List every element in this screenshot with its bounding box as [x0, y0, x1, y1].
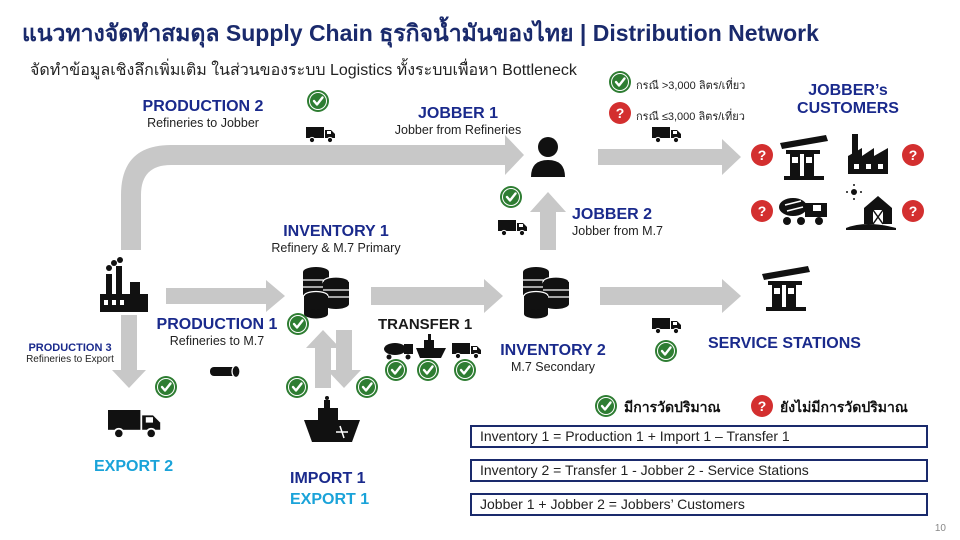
production1-title: PRODUCTION 1	[156, 316, 278, 333]
tanker-truck-icon	[384, 343, 413, 360]
node-production3: PRODUCTION 3 Refineries to Export	[8, 342, 132, 365]
customers-title-2: CUSTOMERS	[797, 100, 899, 117]
arrow-refinery-to-export2	[112, 315, 146, 388]
check-export2	[153, 374, 179, 400]
refinery-icon	[100, 257, 148, 312]
check-production2	[305, 88, 331, 114]
equation-inventory2: Inventory 2 = Transfer 1 - Jobber 2 - Se…	[470, 459, 928, 482]
service-station-icon	[762, 266, 810, 311]
ship-icon	[304, 396, 360, 442]
question-cement	[751, 200, 773, 222]
production3-title: PRODUCTION 3	[28, 342, 112, 354]
inventory2-title: INVENTORY 2	[500, 342, 606, 359]
check-export1	[354, 374, 380, 400]
production3-sub: Refineries to Export	[26, 354, 114, 365]
equation-jobbers: Jobber 1 + Jobber 2 = Jobbers’ Customers	[470, 493, 928, 516]
transfer-truck-icon	[451, 342, 482, 360]
truck-legend-over: กรณี >3,000 ลิตร/เที่ยว	[636, 80, 746, 92]
jobber1-sub: Jobber from Refineries	[394, 123, 522, 137]
inventory2-sub: M.7 Secondary	[510, 360, 596, 374]
inventory2-tanks-icon	[522, 266, 570, 320]
import1-title: IMPORT 1	[290, 470, 366, 487]
gas-station-icon	[780, 135, 828, 180]
customers-title-1: JOBBER’s	[808, 82, 888, 99]
legend-measured: มีการวัดปริมาณ	[624, 399, 721, 415]
check-transfer-a	[383, 357, 409, 383]
inventory1-tanks-icon	[302, 266, 350, 320]
arrow-import-to-inventory1	[306, 330, 340, 388]
arrow-inventory2-to-stations	[600, 279, 741, 313]
node-jobbers-customers: JOBBER’s CUSTOMERS	[778, 82, 918, 118]
production2-title: PRODUCTION 2	[142, 98, 264, 115]
node-jobber2: JOBBER 2 Jobber from M.7	[572, 206, 663, 238]
check-transfer-b	[415, 357, 441, 383]
arrow-production2-to-jobber1	[121, 135, 524, 250]
check-stations	[653, 338, 679, 364]
node-production1: PRODUCTION 1 Refineries to M.7	[142, 316, 292, 348]
export-truck-icon	[107, 409, 162, 439]
arrow-jobber1-to-customers	[598, 139, 741, 175]
equation-inventory1: Inventory 1 = Production 1 + Import 1 – …	[470, 425, 928, 448]
flow-arrows	[112, 135, 741, 388]
boat-icon	[416, 334, 446, 358]
page-subtitle: จัดทำข้อมูลเชิงลึกเพิ่มเติม ในส่วนของระบ…	[30, 62, 577, 79]
question-legend-under	[609, 102, 631, 124]
cement-truck-icon	[779, 198, 827, 225]
transfer1-title: TRANSFER 1	[378, 316, 473, 333]
arrow-inventory1-to-inventory2	[371, 279, 503, 313]
legend-truck-icon	[651, 126, 682, 144]
truck-legend-under: กรณี ≤3,000 ลิตร/เที่ยว	[636, 111, 745, 123]
check-legend-measured	[593, 393, 619, 419]
stations-truck-icon	[651, 317, 682, 335]
node-production2: PRODUCTION 2 Refineries to Jobber	[128, 98, 278, 130]
production2-sub: Refineries to Jobber	[147, 116, 259, 130]
arrow-inventory1-to-export1	[327, 330, 361, 388]
node-inventory1: INVENTORY 1 Refinery & M.7 Primary	[256, 223, 416, 255]
jobber1-title: JOBBER 1	[417, 105, 499, 122]
jobber2-sub: Jobber from M.7	[572, 224, 664, 238]
node-inventory2: INVENTORY 2 M.7 Secondary	[488, 342, 618, 374]
production1-sub: Refineries to M.7	[169, 334, 265, 348]
jobber2-title: JOBBER 2	[572, 206, 653, 223]
check-import1	[284, 374, 310, 400]
export1-title: EXPORT 1	[290, 491, 370, 508]
farm-icon	[846, 184, 896, 230]
legend-not-measured: ยังไม่มีการวัดปริมาณ	[780, 399, 908, 415]
check-transfer-c	[452, 357, 478, 383]
check-jobber2	[498, 184, 524, 210]
arrow-inventory2-to-jobber1	[530, 192, 566, 250]
jobber2-truck-icon	[497, 219, 528, 237]
person-icon	[531, 137, 565, 177]
page-title: แนวทางจัดทำสมดุล Supply Chain ธุรกิจน้ำม…	[22, 20, 819, 46]
service-stations-title: SERVICE STATIONS	[708, 335, 861, 352]
pipeline-icon	[210, 364, 241, 379]
question-legend-notmeasured	[751, 395, 773, 417]
question-gas-station	[751, 144, 773, 166]
export2-title: EXPORT 2	[94, 458, 174, 475]
page-number: 10	[934, 523, 946, 534]
node-jobber1: JOBBER 1 Jobber from Refineries	[378, 105, 538, 137]
check-legend-over	[607, 69, 633, 95]
question-farm	[902, 200, 924, 222]
inventory1-title: INVENTORY 1	[283, 223, 389, 240]
arrow-refinery-to-inventory1	[166, 280, 285, 312]
production2-truck-icon	[305, 126, 336, 144]
inventory1-sub: Refinery & M.7 Primary	[271, 241, 401, 255]
factory-icon	[848, 134, 888, 174]
question-factory	[902, 144, 924, 166]
